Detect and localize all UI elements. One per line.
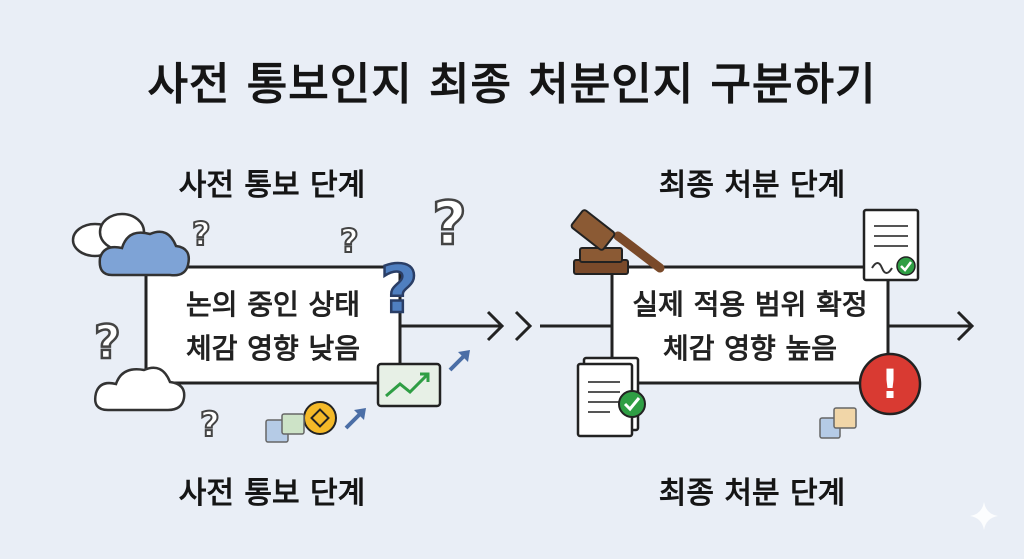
left-box-line1: 논의 중인 상태 — [185, 288, 361, 321]
left-bottom-label: 사전 통보 단계 — [178, 476, 366, 511]
left-box-text: 논의 중인 상태 체감 영향 낮음 — [146, 283, 400, 371]
up-arrow-icon — [448, 350, 470, 372]
right-arrowhead — [956, 310, 975, 342]
right-box-text: 실제 적용 범위 확정 체감 영향 높음 — [612, 283, 888, 371]
message-card-icon — [819, 407, 857, 439]
right-bottom-label: 최종 처분 단계 — [658, 476, 846, 511]
question-mark-icon: ? — [94, 315, 121, 369]
cloud-icon — [98, 230, 190, 277]
question-mark-icon: ? — [200, 405, 220, 445]
alert-icon: ! — [858, 352, 922, 416]
question-mark-icon: ? — [340, 222, 359, 260]
double-chevron-icon — [514, 310, 533, 342]
up-arrow-icon — [344, 408, 366, 430]
gavel-icon — [570, 209, 665, 275]
page-title: 사전 통보인지 최종 처분인지 구분하기 — [147, 59, 877, 110]
sparkle-icon — [970, 502, 998, 530]
photo-card-icon — [265, 413, 305, 443]
right-box-line1: 실제 적용 범위 확정 — [632, 288, 868, 321]
cloud-icon — [94, 366, 186, 412]
left-box-line2: 체감 영향 낮음 — [185, 332, 361, 365]
right-top-label: 최종 처분 단계 — [658, 168, 846, 203]
question-mark-icon: ? — [432, 189, 467, 259]
question-mark-icon: ? — [380, 251, 418, 328]
certificate-document-icon — [862, 208, 920, 282]
left-top-label: 사전 통보 단계 — [178, 168, 366, 203]
svg-text:!: ! — [881, 362, 899, 408]
coin-icon — [303, 401, 337, 435]
left-arrowhead — [486, 310, 505, 342]
question-mark-icon: ? — [192, 215, 211, 253]
approved-document-icon — [576, 356, 646, 438]
right-box-line2: 체감 영향 높음 — [662, 332, 838, 365]
trend-chart-icon — [376, 362, 442, 408]
